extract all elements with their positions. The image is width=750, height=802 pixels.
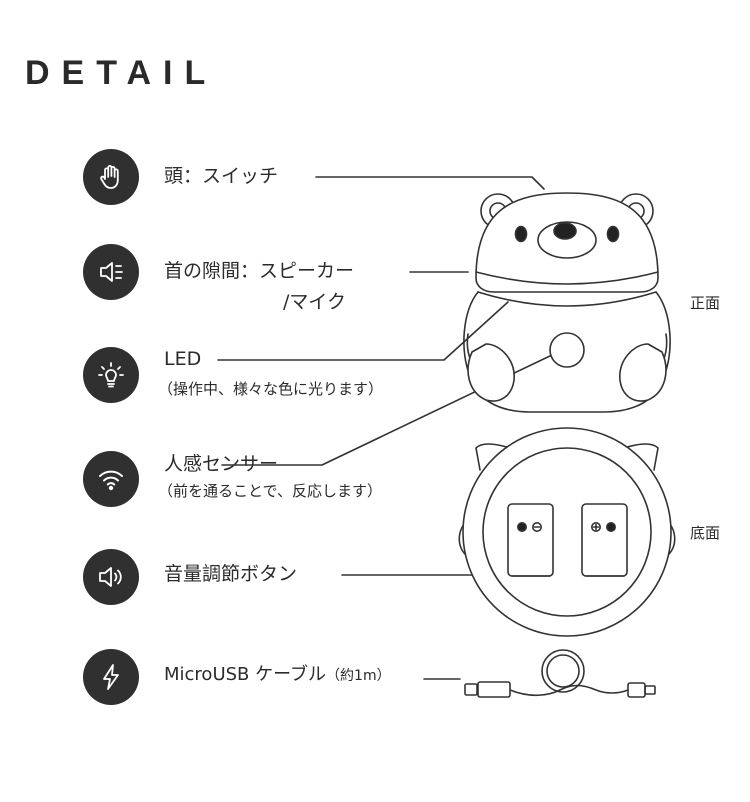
feature-label-mic: /マイク — [283, 291, 347, 313]
bear-bottom-view — [458, 427, 676, 637]
page-title: DETAIL — [25, 54, 218, 92]
usb-cable-illustration — [464, 649, 656, 698]
feature-label-led: LED — [164, 348, 202, 370]
volume-icon — [83, 549, 139, 605]
feature-label-speaker: 首の隙間：スピーカー — [164, 260, 355, 282]
feature-label-usb-length: （約1m） — [326, 668, 391, 684]
speaker-mic-icon — [83, 244, 139, 300]
view-label-bottom: 底面 — [690, 524, 721, 542]
lightning-icon — [83, 649, 139, 705]
wifi-sensor-icon — [83, 451, 139, 507]
bear-front-view — [463, 192, 671, 413]
feature-label-usb: MicroUSB ケーブル（約1m） — [164, 664, 391, 686]
feature-label-volume: 音量調節ボタン — [164, 563, 298, 585]
feature-sub-led: （操作中、様々な色に光ります） — [158, 380, 384, 398]
lightbulb-icon — [83, 347, 139, 403]
feature-sub-sensor: （前を通ることで、反応します） — [158, 482, 382, 500]
view-label-front: 正面 — [690, 294, 721, 312]
feature-label-usb-main: MicroUSB ケーブル — [164, 664, 327, 685]
feature-label-sensor: 人感センサー — [164, 453, 279, 475]
hand-icon — [83, 149, 139, 205]
feature-label-switch: 頭：スイッチ — [164, 165, 279, 187]
